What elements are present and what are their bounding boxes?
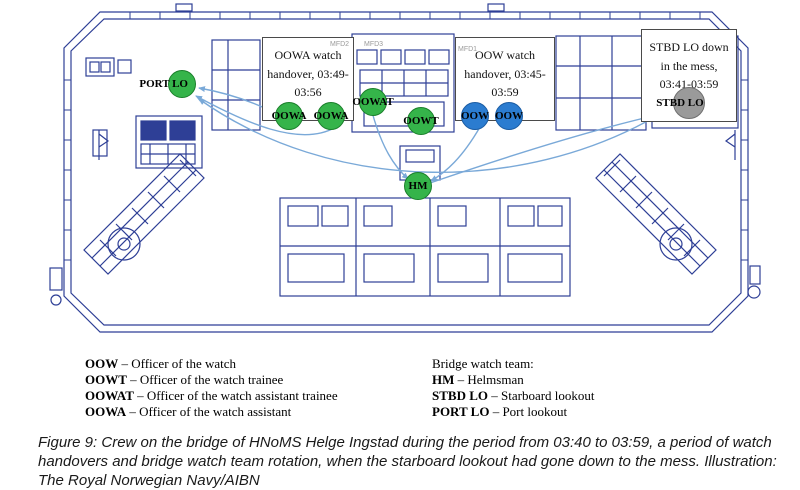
figure-caption: Figure 9: Crew on the bridge of HNoMS He… — [38, 434, 777, 489]
legend-desc: – Starboard lookout — [491, 388, 595, 403]
legend-term: OOW — [85, 356, 119, 371]
console-label-mfd1: MFD1 — [458, 46, 478, 53]
crew-label: PORT LO — [139, 78, 188, 90]
arrow-oowat-to-hm — [371, 111, 409, 180]
legend-right-title: Bridge watch team: — [432, 356, 534, 371]
exterior-fittings — [49, 3, 761, 306]
crew-label: STBD LO — [656, 97, 704, 109]
crew-dot — [673, 87, 705, 119]
equipment-top-left — [85, 57, 132, 157]
movement-arrows — [195, 86, 667, 184]
legend-desc: – Port lookout — [492, 404, 568, 419]
legend-term: OOWA — [85, 404, 127, 419]
crew-label: HM — [408, 180, 428, 192]
console-label-mfd3: MFD3 — [364, 41, 384, 48]
chairs — [107, 227, 693, 261]
crew-dot — [275, 102, 303, 130]
bridge-linework — [49, 3, 761, 333]
crew-dot — [495, 102, 523, 130]
legend-row-port-lo: PORT LO – Port lookout — [432, 404, 595, 420]
legend-left-column: OOW – Officer of the watch OOWT – Office… — [85, 356, 338, 420]
legend-row-oowat: OOWAT – Officer of the watch assistant t… — [85, 388, 338, 404]
arrow-to-port-lo-2 — [195, 95, 337, 136]
legend-term: PORT LO — [432, 404, 490, 419]
legend-row-stbd-lo: STBD LO – Starboard lookout — [432, 388, 595, 404]
arrow-hm-to-stbd — [429, 111, 667, 184]
crew-dot — [461, 102, 489, 130]
legend-desc: – Officer of the watch assistant trainee — [137, 388, 338, 403]
crew-dot — [317, 102, 345, 130]
legend-desc: – Officer of the watch assistant — [129, 404, 292, 419]
legend-desc: – Officer of the watch trainee — [130, 372, 284, 387]
crew-label: OOWA — [313, 110, 349, 122]
legend-row-oowa: OOWA – Officer of the watch assistant — [85, 404, 338, 420]
crew-label: OOWA — [271, 110, 307, 122]
console-left — [135, 115, 203, 169]
crew-dot — [359, 88, 387, 116]
arrow-oow-to-hm — [430, 126, 481, 182]
bridge-schematic — [49, 3, 761, 333]
legend-term: OOWT — [85, 372, 127, 387]
legend-desc: – Helmsman — [457, 372, 524, 387]
diagonal-console-left — [83, 153, 205, 275]
crew-label: OOW — [460, 110, 490, 122]
crew-label: OOWT — [403, 115, 439, 127]
legend-right-column: Bridge watch team: HM – Helmsman STBD LO… — [432, 356, 595, 420]
crew-dot — [407, 107, 435, 135]
legend-term: STBD LO — [432, 388, 488, 403]
legend-term: OOWAT — [85, 388, 134, 403]
crew-dot — [168, 70, 196, 98]
console-label-mfd2: MFD2 — [330, 41, 350, 48]
crew-label: OOW — [494, 110, 524, 122]
legend-term: HM — [432, 372, 455, 387]
pennant-icons — [98, 130, 736, 160]
legend-row-oowt: OOWT – Officer of the watch trainee — [85, 372, 338, 388]
legend-desc: – Officer of the watch — [121, 356, 237, 371]
arrow-stbd-to-port — [198, 98, 661, 174]
diagonal-console-right — [595, 153, 717, 275]
central-console — [279, 197, 571, 297]
legend-row-hm: HM – Helmsman — [432, 372, 595, 388]
window-ticks — [64, 12, 748, 261]
crew-label: OOWAT — [352, 96, 394, 108]
console-top-row — [211, 33, 739, 133]
legend-row-oow: OOW – Officer of the watch — [85, 356, 338, 372]
